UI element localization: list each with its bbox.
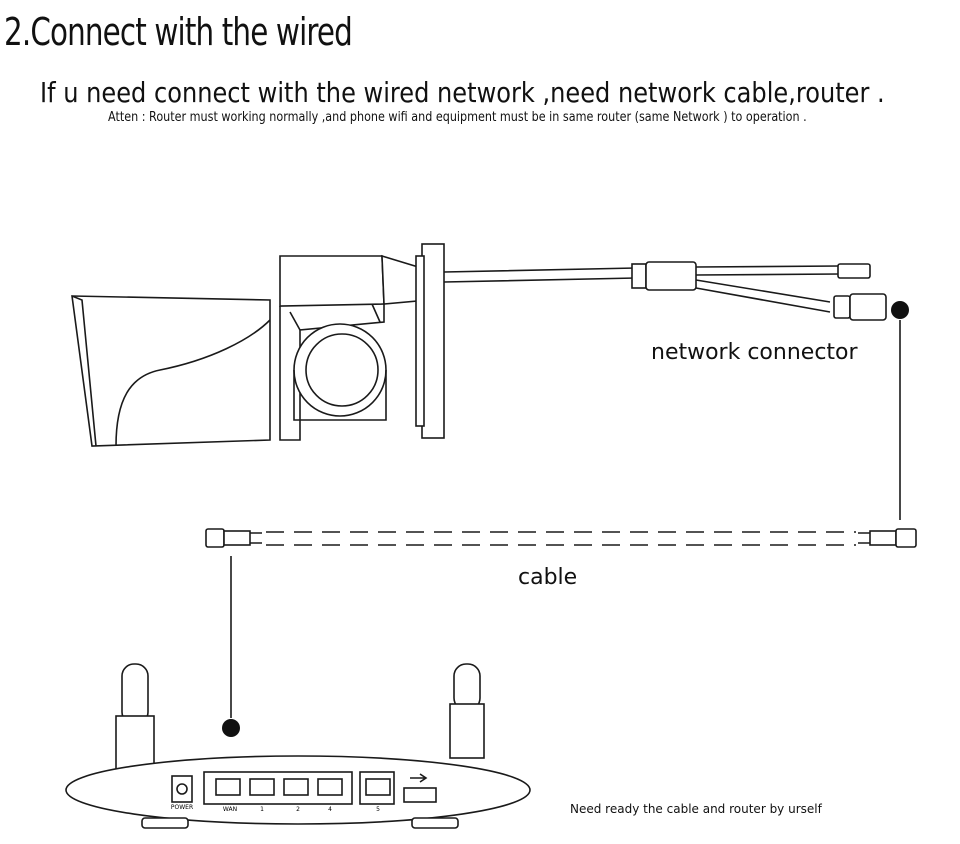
network-connector-label: network connector [651,340,858,365]
power-label: POWER [171,804,193,811]
cable-icon [205,528,917,548]
router-icon: POWER WAN 1 2 4 5 [65,663,531,829]
ready-note: Need ready the cable and router by ursel… [570,802,822,816]
cable-label: cable [518,565,578,590]
heading: 2.Connect with the wired [4,10,353,54]
camera-icon [71,243,887,447]
port-4-label: 4 [328,806,332,813]
attention-note: Atten : Router must working normally ,an… [108,110,807,125]
wan-port-label: WAN [223,806,237,813]
connector-marker [891,301,909,319]
port-2-label: 2 [296,806,300,813]
port-5-label: 5 [376,806,380,813]
port-1-label: 1 [260,806,264,813]
router-marker [222,719,240,737]
subheading: If u need connect with the wired network… [40,76,885,109]
